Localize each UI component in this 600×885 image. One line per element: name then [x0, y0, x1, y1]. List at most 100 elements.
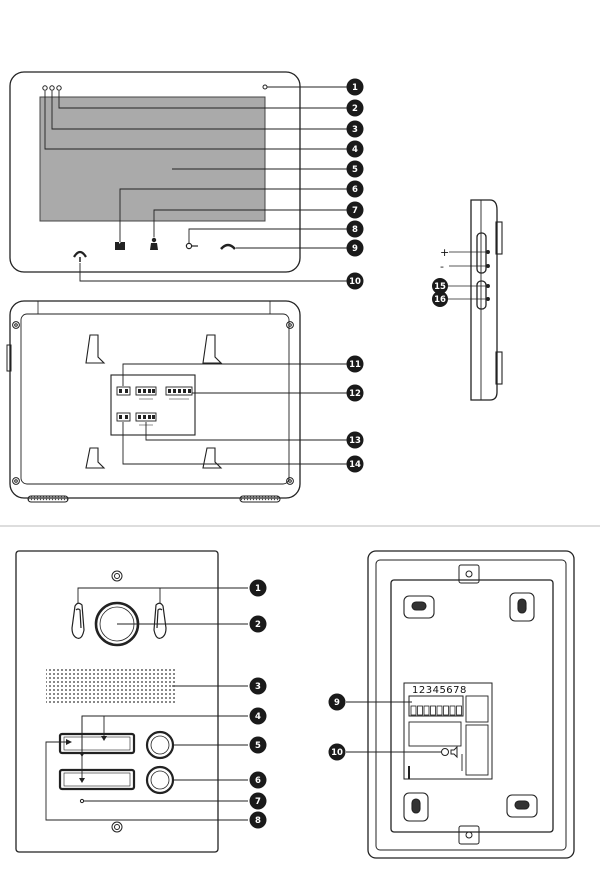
callout-badge: 14 [346, 455, 364, 473]
callout-label: 13 [349, 436, 361, 446]
callout-badge: 1 [346, 78, 364, 96]
round-button-2 [145, 765, 175, 795]
side-button-pair [476, 280, 487, 310]
callout-label: 2 [352, 104, 358, 114]
callout-label: 1 [255, 584, 261, 594]
callout-label: 4 [352, 145, 358, 155]
speaker-volume-icon [450, 745, 458, 759]
speaker-grille [46, 668, 177, 703]
callout-label: 6 [352, 185, 358, 195]
callout-badge: 7 [346, 201, 364, 219]
monitor-side-view: + - [440, 199, 503, 401]
callout-label: 4 [255, 712, 261, 722]
callout-badge: 13 [346, 431, 364, 449]
callout-badge: 7 [249, 792, 267, 810]
callout-label: 9 [334, 698, 340, 708]
callout-badge: 6 [249, 771, 267, 789]
answer-icon [73, 250, 87, 262]
callout-label: 5 [255, 741, 261, 751]
hangup-icon [220, 243, 236, 250]
callout-label: 6 [255, 776, 261, 786]
callout-label: 2 [255, 620, 261, 630]
callout-label: 3 [352, 125, 358, 135]
call-button-2 [58, 768, 136, 791]
callout-badge: 3 [249, 677, 267, 695]
screw-top [111, 570, 123, 582]
back-box [390, 579, 554, 833]
callout-badge: 9 [328, 693, 346, 711]
door-station-back-leaders [346, 701, 441, 753]
monitor-back [6, 300, 301, 503]
callout-label: 14 [349, 460, 361, 470]
infrared-led-icon [153, 602, 167, 639]
callout-label: 12 [349, 389, 361, 399]
callout-label: 3 [255, 682, 261, 692]
door-station-leaders [45, 587, 248, 821]
monitor-front [9, 71, 301, 273]
callout-badge: 1 [249, 579, 267, 597]
back-outer-frame [367, 550, 575, 859]
door-station-arrows [66, 736, 107, 783]
callout-label: 11 [349, 360, 361, 370]
callout-label: 15 [434, 282, 446, 292]
mounting-slot [403, 595, 435, 619]
callout-badge: 16 [432, 291, 448, 307]
callout-label: 7 [352, 206, 358, 216]
door-station-front [15, 550, 219, 853]
infrared-led-icon [71, 602, 85, 639]
volume-rocker [476, 232, 487, 274]
mounting-slot [403, 792, 429, 822]
monitor-screen [39, 96, 266, 222]
connector-blocks [116, 386, 193, 422]
callout-badge: 8 [346, 220, 364, 238]
callout-label: 16 [434, 295, 446, 305]
connector-panel [110, 374, 196, 436]
callout-label: 7 [255, 797, 261, 807]
callout-label: 5 [352, 165, 358, 175]
callout-badge: 11 [346, 355, 364, 373]
callout-badge: 9 [346, 239, 364, 257]
unlock-key-icon [185, 242, 198, 250]
callout-badge: 3 [346, 120, 364, 138]
monitor-back-leaders [122, 363, 348, 465]
door-station-plate [15, 550, 219, 853]
volume-minus-label: - [440, 260, 444, 273]
mounting-slot [506, 794, 538, 818]
back-housing [9, 300, 301, 499]
callout-badge: 2 [346, 99, 364, 117]
terminal-numbers-label: 12345678 [412, 685, 467, 696]
mounting-slot [509, 592, 535, 622]
door-station-back: 12345678 [367, 550, 575, 859]
volume-plus-label: + [440, 246, 449, 259]
monitor-icon [115, 242, 125, 250]
callout-badge: 6 [346, 180, 364, 198]
callout-label: 10 [349, 277, 361, 287]
screw-bottom [111, 821, 123, 833]
callout-label: 1 [352, 83, 358, 93]
callout-badge: 5 [346, 160, 364, 178]
callout-badge: 15 [432, 278, 448, 294]
callout-badge: 4 [346, 140, 364, 158]
callout-label: 9 [352, 244, 358, 254]
monitor-bezel [9, 71, 301, 273]
callout-label: 8 [255, 816, 261, 826]
callout-badge: 12 [346, 384, 364, 402]
microphone-hole [79, 798, 85, 804]
callout-badge: 8 [249, 811, 267, 829]
terminal-screws [410, 705, 462, 716]
callout-label: 8 [352, 225, 358, 235]
callout-badge: 4 [249, 707, 267, 725]
side-housing [470, 199, 498, 401]
callout-badge: 5 [249, 736, 267, 754]
round-button-1 [145, 730, 175, 760]
key-sensor-icon [262, 84, 271, 90]
callout-badge: 10 [328, 743, 346, 761]
volume-potentiometer [441, 748, 449, 756]
status-leds [42, 85, 62, 91]
callout-label: 10 [331, 748, 343, 758]
call-button-1 [58, 732, 136, 755]
bottom-vents [27, 495, 281, 503]
screw-holes [12, 321, 294, 485]
connector-pins [119, 389, 191, 419]
